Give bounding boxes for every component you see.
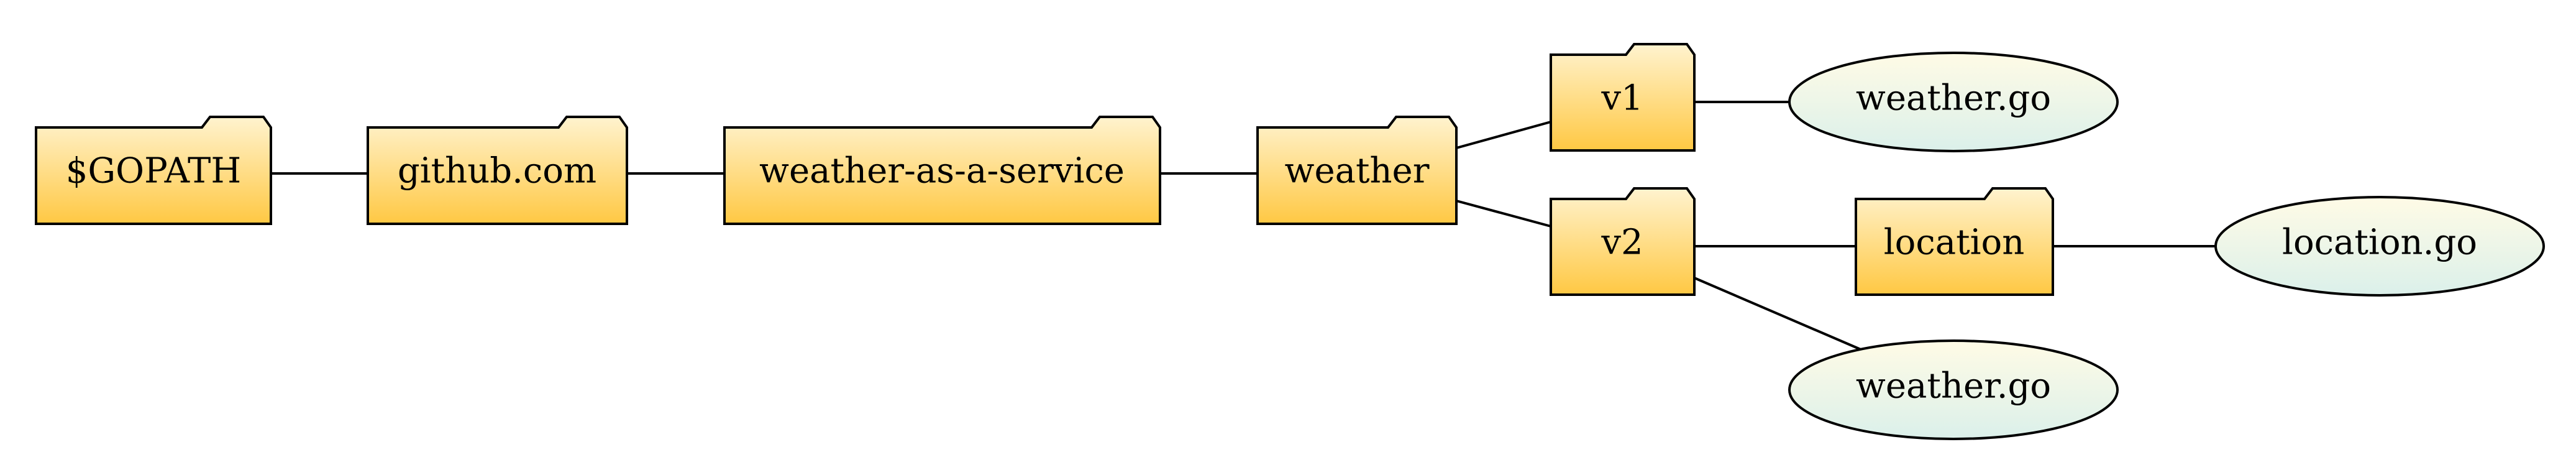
folder-icon [1256, 116, 1458, 225]
file-node-v1-weather-go[interactable]: weather.go [1788, 52, 2119, 152]
folder-icon [723, 116, 1161, 225]
node-label: v2 [1601, 223, 1643, 263]
edge-weather-v1 [1456, 121, 1551, 149]
folder-node-location[interactable]: location [1855, 187, 2054, 296]
node-label: $GOPATH [66, 151, 241, 191]
file-ellipse [1788, 52, 2119, 152]
folder-node-gopath[interactable]: $GOPATH [35, 116, 272, 225]
edges-layer [271, 101, 2216, 351]
folder-icon [1550, 43, 1696, 152]
file-node-location-go[interactable]: location.go [2214, 196, 2545, 297]
folder-node-weather[interactable]: weather [1256, 116, 1458, 225]
folder-node-github[interactable]: github.com [367, 116, 628, 225]
folder-icon [1550, 187, 1696, 296]
node-label: weather.go [1856, 366, 2051, 407]
folder-node-weather-as-a-service[interactable]: weather-as-a-service [723, 116, 1161, 225]
file-ellipse [2214, 196, 2545, 297]
node-label: v1 [1601, 78, 1643, 119]
node-label: location.go [2282, 223, 2477, 263]
file-ellipse [1788, 339, 2119, 440]
folder-icon [367, 116, 628, 225]
node-label: github.com [398, 151, 596, 191]
folder-node-v1[interactable]: v1 [1550, 43, 1696, 152]
node-label: weather.go [1856, 78, 2051, 119]
node-label: weather-as-a-service [759, 151, 1125, 191]
folder-node-v2[interactable]: v2 [1550, 187, 1696, 296]
folder-icon [35, 116, 272, 225]
node-label: location [1884, 223, 2025, 263]
edge-weather-v2 [1456, 200, 1551, 228]
file-node-v2-weather-go[interactable]: weather.go [1788, 339, 2119, 440]
nodes-layer: $GOPATH github.com weather-as-a-service … [35, 43, 2545, 440]
edge-v2-weather-go [1694, 277, 1863, 351]
folder-icon [1855, 187, 2054, 296]
node-label: weather [1285, 151, 1430, 191]
